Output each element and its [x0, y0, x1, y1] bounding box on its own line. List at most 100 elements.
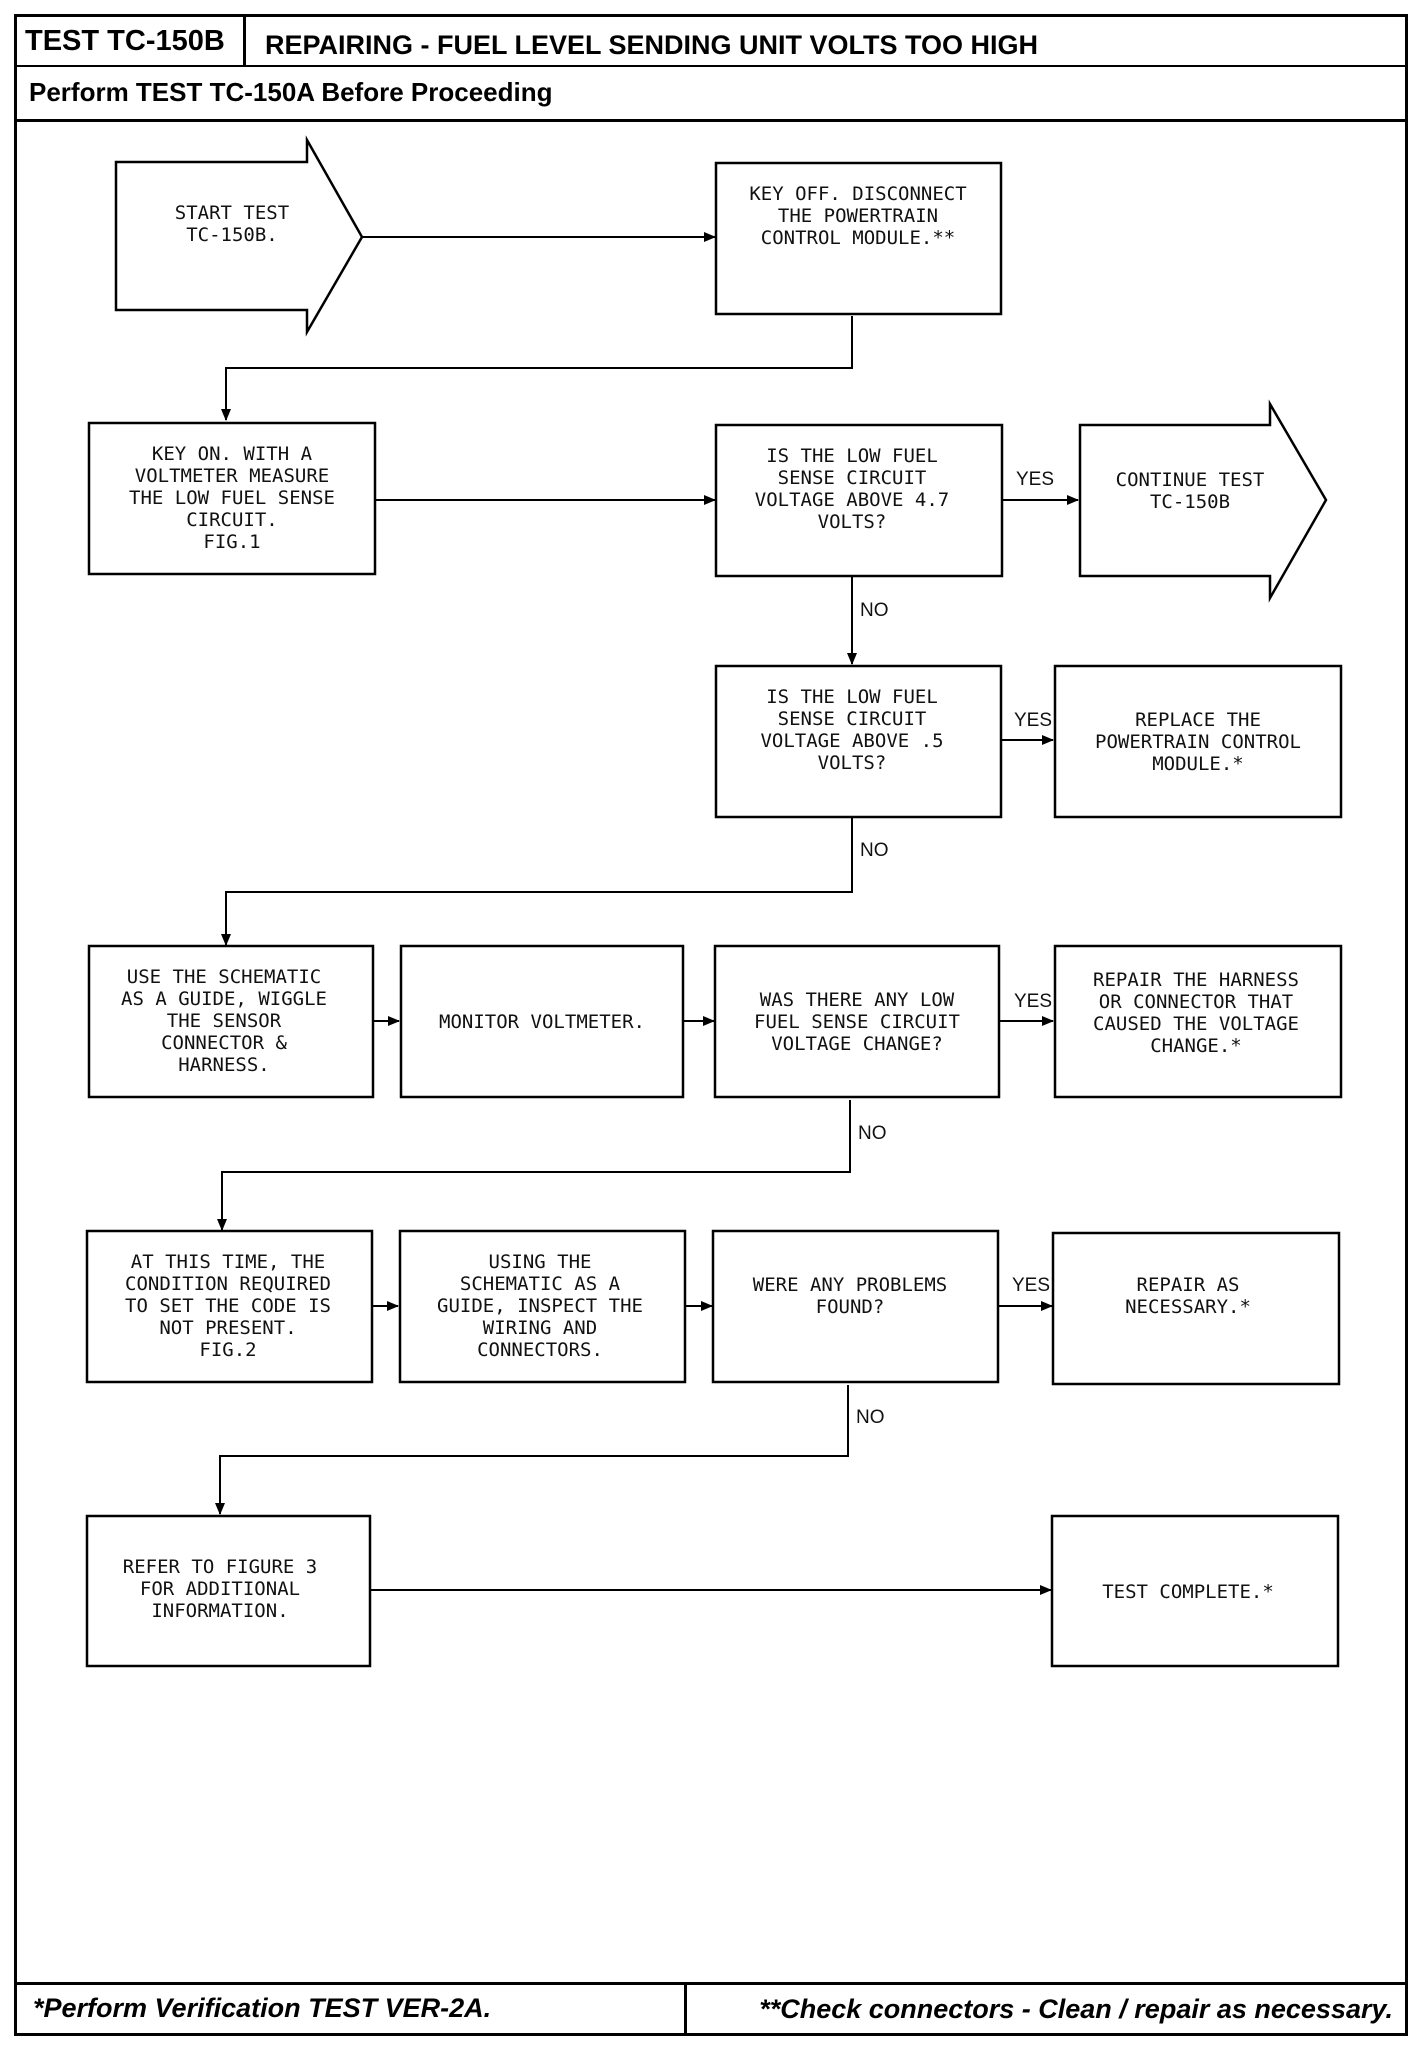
no-label: NO: [856, 1407, 885, 1428]
box-text-line: USING THE: [489, 1251, 592, 1273]
test-page: TEST TC-150B REPAIRING - FUEL LEVEL SEND…: [14, 14, 1408, 2036]
box-text-line: WIRING AND: [483, 1317, 597, 1339]
box-text-line: VOLTAGE ABOVE 4.7: [755, 489, 949, 511]
test-complete-text: TEST COMPLETE.*: [1102, 1581, 1274, 1603]
box-text-line: HARNESS.: [178, 1054, 270, 1076]
test-title: REPAIRING - FUEL LEVEL SENDING UNIT VOLT…: [265, 30, 1039, 60]
box-text-line: TC-150B.: [186, 224, 278, 246]
monitor-text: MONITOR VOLTMETER.: [439, 1011, 645, 1033]
box-text-line: AT THIS TIME, THE: [131, 1251, 325, 1273]
box-text-line: THE POWERTRAIN: [778, 205, 938, 227]
yes-label: YES: [1016, 469, 1054, 490]
box-text-line: VOLTAGE CHANGE?: [771, 1033, 943, 1055]
box-text-line: FOUND?: [816, 1296, 885, 1318]
box-text-line: MONITOR VOLTMETER.: [439, 1011, 645, 1033]
box-text-line: OR CONNECTOR THAT: [1099, 991, 1293, 1013]
box-text-line: TO SET THE CODE IS: [125, 1295, 331, 1317]
box-text-line: INFORMATION.: [151, 1600, 288, 1622]
box-text-line: SENSE CIRCUIT: [778, 467, 927, 489]
test-id: TEST TC-150B: [17, 17, 246, 65]
box-text-line: FUEL SENSE CIRCUIT: [754, 1011, 960, 1033]
box-text-line: FOR ADDITIONAL: [140, 1578, 300, 1600]
yes-label: YES: [1014, 710, 1052, 731]
box-text-line: SENSE CIRCUIT: [778, 708, 927, 730]
box-text-line: THE SENSOR: [167, 1010, 282, 1032]
box-text-line: START TEST: [175, 202, 289, 224]
no-label: NO: [860, 840, 889, 861]
box-text-line: CAUSED THE VOLTAGE: [1093, 1013, 1299, 1035]
box-text-line: TEST COMPLETE.*: [1102, 1581, 1274, 1603]
box-text-line: AS A GUIDE, WIGGLE: [121, 988, 327, 1010]
box-text-line: THE LOW FUEL SENSE: [129, 487, 335, 509]
box-text-line: KEY OFF. DISCONNECT: [749, 183, 966, 205]
box-text-line: VOLTMETER MEASURE: [135, 465, 329, 487]
box-text-line: CONNECTORS.: [477, 1339, 603, 1361]
box-text-line: CHANGE.*: [1150, 1035, 1242, 1057]
box-text-line: CONDITION REQUIRED: [125, 1273, 331, 1295]
monitor-box: MONITOR VOLTMETER.: [399, 944, 685, 1099]
connector-lines: [215, 232, 1079, 1595]
box-text-line: VOLTS?: [818, 511, 887, 533]
box-text-line: SCHEMATIC AS A: [460, 1273, 621, 1295]
box-text-line: VOLTS?: [818, 752, 887, 774]
box-text-line: IS THE LOW FUEL: [766, 445, 938, 467]
no-label: NO: [860, 600, 889, 621]
box-text-line: VOLTAGE ABOVE .5: [760, 730, 943, 752]
footer-note-verification: *Perform Verification TEST VER-2A.: [17, 1985, 687, 2033]
box-text-line: REFER TO FIGURE 3: [123, 1556, 317, 1578]
box-text-line: CONTINUE TEST: [1116, 469, 1265, 491]
box-text-line: MODULE.*: [1152, 753, 1244, 775]
box-text-line: WERE ANY PROBLEMS: [753, 1274, 947, 1296]
footer-note-connectors: **Check connectors - Clean / repair as n…: [759, 1994, 1393, 2024]
box-text-line: REPAIR THE HARNESS: [1093, 969, 1299, 991]
branch-labels: YES NO YES NO YES NO YES NO: [856, 469, 1054, 1428]
box-text-line: CIRCUIT.: [186, 509, 278, 531]
header-row: TEST TC-150B REPAIRING - FUEL LEVEL SEND…: [17, 17, 1405, 67]
no-label: NO: [858, 1123, 887, 1144]
box-text-line: REPAIR AS: [1137, 1274, 1240, 1296]
box-text-line: FIG.2: [199, 1339, 256, 1361]
box-text-line: CONNECTOR &: [161, 1032, 287, 1054]
box-text-line: REPLACE THE: [1135, 709, 1261, 731]
box-text-line: NECESSARY.*: [1125, 1296, 1251, 1318]
footer: *Perform Verification TEST VER-2A. **Che…: [17, 1982, 1405, 2033]
box-text-line: IS THE LOW FUEL: [766, 686, 938, 708]
box-text-line: USE THE SCHEMATIC: [127, 966, 321, 988]
box-text-line: GUIDE, INSPECT THE: [437, 1295, 643, 1317]
box-text-line: NOT PRESENT.: [159, 1317, 296, 1339]
box-text-line: TC-150B: [1150, 491, 1230, 513]
box-text-line: CONTROL MODULE.**: [761, 227, 955, 249]
box-text-line: POWERTRAIN CONTROL: [1095, 731, 1301, 753]
prerequisite-note: Perform TEST TC-150A Before Proceeding: [17, 67, 1405, 122]
